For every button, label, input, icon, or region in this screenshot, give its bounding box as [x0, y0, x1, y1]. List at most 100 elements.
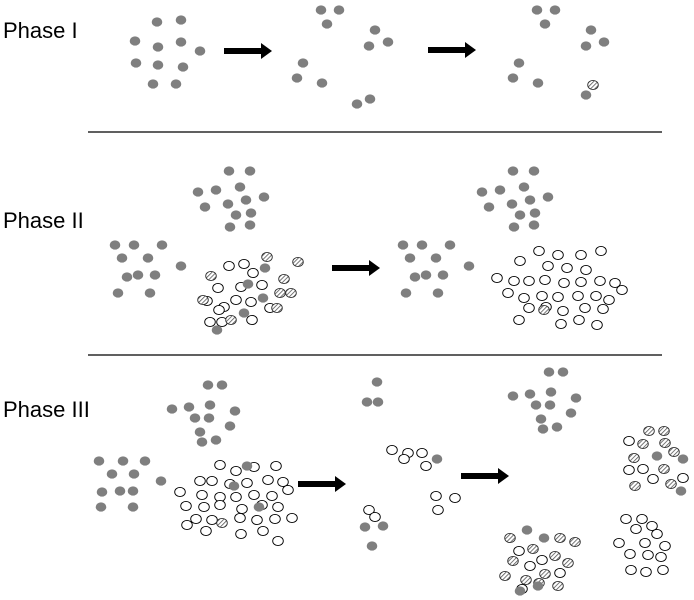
filled-particle — [95, 502, 107, 512]
filled-particle — [549, 5, 561, 15]
open-particle — [572, 290, 584, 302]
filled-particle — [228, 481, 240, 491]
filled-particle — [431, 454, 443, 464]
filled-particle — [204, 400, 216, 410]
open-particle — [236, 503, 248, 515]
open-particle — [524, 560, 536, 572]
hatched-particle — [520, 574, 532, 586]
filled-particle — [409, 272, 421, 282]
hatched-particle — [587, 79, 599, 91]
filled-particle — [524, 195, 536, 205]
filled-particle — [364, 94, 376, 104]
filled-particle — [351, 99, 363, 109]
filled-particle — [521, 525, 533, 535]
filled-particle — [557, 367, 569, 377]
open-particle — [432, 504, 444, 516]
filled-particle — [651, 451, 663, 461]
hatched-particle — [197, 294, 209, 306]
filled-particle — [93, 456, 105, 466]
filled-particle — [139, 456, 151, 466]
filled-particle — [542, 192, 554, 202]
filled-particle — [530, 400, 542, 410]
open-particle — [624, 548, 636, 560]
open-particle — [269, 513, 281, 525]
filled-particle — [551, 422, 563, 432]
hatched-particle — [205, 270, 217, 282]
hatched-particle — [668, 446, 680, 458]
filled-particle — [253, 502, 265, 512]
open-particle — [552, 249, 564, 261]
open-particle — [386, 444, 398, 456]
filled-particle — [316, 78, 328, 88]
hatched-particle — [504, 532, 516, 544]
open-particle — [420, 460, 432, 472]
open-particle — [533, 245, 545, 257]
filled-particle — [397, 240, 409, 250]
filled-particle — [514, 586, 526, 596]
filled-particle — [121, 272, 133, 282]
open-particle — [262, 474, 274, 486]
open-particle — [620, 513, 632, 525]
flow-arrow — [224, 43, 272, 59]
open-particle — [554, 567, 566, 579]
filled-particle — [514, 210, 526, 220]
filled-particle — [580, 90, 592, 100]
filled-particle — [372, 397, 384, 407]
filled-particle — [565, 408, 577, 418]
filled-particle — [377, 521, 389, 531]
open-particle — [251, 514, 263, 526]
filled-particle — [363, 41, 375, 51]
open-particle — [241, 477, 253, 489]
filled-particle — [531, 5, 543, 15]
filled-particle — [229, 406, 241, 416]
filled-particle — [238, 308, 250, 318]
open-particle — [655, 551, 667, 563]
open-particle — [266, 490, 278, 502]
open-particle — [234, 512, 246, 524]
filled-particle — [513, 58, 525, 68]
filled-particle — [199, 202, 211, 212]
open-particle — [594, 275, 606, 287]
open-particle — [623, 464, 635, 476]
open-particle — [416, 447, 428, 459]
open-particle — [603, 294, 615, 306]
filled-particle — [291, 73, 303, 83]
open-particle — [257, 525, 269, 537]
filled-particle — [297, 58, 309, 68]
open-particle — [491, 272, 503, 284]
hatched-particle — [527, 543, 539, 555]
open-particle — [272, 501, 284, 513]
filled-particle — [508, 222, 520, 232]
filled-particle — [258, 192, 270, 202]
filled-particle — [507, 73, 519, 83]
flow-arrow — [332, 260, 380, 276]
open-particle — [398, 453, 410, 465]
filled-particle — [537, 424, 549, 434]
open-particle — [502, 287, 514, 299]
open-particle — [523, 302, 535, 314]
filled-particle — [166, 404, 178, 414]
open-particle — [198, 501, 210, 513]
open-particle — [561, 262, 573, 274]
open-particle — [238, 258, 250, 270]
open-particle — [214, 499, 226, 511]
open-particle — [651, 528, 663, 540]
open-particle — [430, 490, 442, 502]
open-particle — [616, 284, 628, 296]
filled-particle — [361, 397, 373, 407]
open-particle — [646, 520, 658, 532]
open-particle — [640, 566, 652, 578]
open-particle — [256, 279, 268, 291]
filled-particle — [175, 37, 187, 47]
filled-particle — [202, 380, 214, 390]
open-particle — [514, 255, 526, 267]
open-particle — [579, 302, 591, 314]
filled-particle — [528, 166, 540, 176]
open-particle — [539, 274, 551, 286]
open-particle — [647, 473, 659, 485]
filled-particle — [580, 41, 592, 51]
filled-particle — [196, 437, 208, 447]
hatched-particle — [628, 452, 640, 464]
filled-particle — [538, 533, 550, 543]
filled-particle — [114, 486, 126, 496]
